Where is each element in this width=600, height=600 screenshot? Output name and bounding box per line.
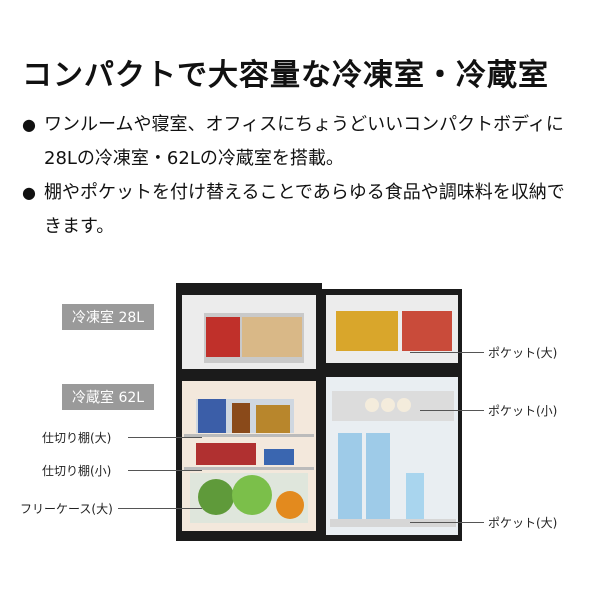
bullet-dot-icon: ● bbox=[22, 183, 36, 202]
label-free-case: フリーケース(大) bbox=[20, 502, 113, 516]
bullet-item: ● 棚やポケットを付け替えることであらゆる食品や調味料を収納できます。 bbox=[22, 176, 582, 244]
bullet-list: ● ワンルームや寝室、オフィスにちょうどいいコンパクトボディに28Lの冷凍室・6… bbox=[22, 108, 582, 244]
bullet-dot-icon: ● bbox=[22, 115, 36, 134]
small-bottle bbox=[406, 473, 424, 519]
orange bbox=[276, 491, 304, 519]
frozen-rice-pack bbox=[336, 311, 398, 351]
label-pocket-top: ポケット(大) bbox=[488, 346, 558, 360]
jar bbox=[232, 403, 250, 433]
freezer-capacity-tag: 冷凍室 28L bbox=[62, 304, 155, 330]
label-shelf-small: 仕切り棚(小) bbox=[42, 464, 112, 478]
egg bbox=[397, 398, 411, 412]
egg bbox=[365, 398, 379, 412]
shelf-small bbox=[184, 467, 314, 470]
leader-line bbox=[410, 522, 484, 523]
cabbage bbox=[232, 475, 272, 515]
leader-line bbox=[410, 352, 484, 353]
ice-cream-box bbox=[206, 317, 240, 357]
bullet-text: ワンルームや寝室、オフィスにちょうどいいコンパクトボディに28Lの冷凍室・62L… bbox=[44, 114, 564, 169]
label-shelf-large: 仕切り棚(大) bbox=[42, 431, 112, 445]
bullet-item: ● ワンルームや寝室、オフィスにちょうどいいコンパクトボディに28Lの冷凍室・6… bbox=[22, 108, 582, 176]
shelf-large bbox=[184, 434, 314, 437]
fridge-capacity-tag: 冷蔵室 62L bbox=[62, 384, 155, 410]
frozen-food-pack bbox=[242, 317, 302, 357]
leader-line bbox=[128, 437, 202, 438]
leader-line bbox=[420, 410, 484, 411]
vegetable bbox=[198, 479, 234, 515]
frozen-pack bbox=[402, 311, 452, 351]
egg bbox=[381, 398, 395, 412]
milk-carton bbox=[198, 399, 226, 433]
bullet-text: 棚やポケットを付け替えることであらゆる食品や調味料を収納できます。 bbox=[44, 182, 565, 237]
door-pocket-large-bottom bbox=[330, 519, 456, 527]
meat-pack bbox=[196, 443, 256, 465]
label-pocket-middle: ポケット(小) bbox=[488, 404, 558, 418]
compartment-divider bbox=[176, 371, 322, 379]
refrigerator-illustration bbox=[176, 283, 462, 541]
page-title: コンパクトで大容量な冷凍室・冷蔵室 bbox=[22, 58, 549, 93]
leader-line bbox=[128, 470, 202, 471]
food-pack bbox=[264, 449, 294, 465]
leader-line bbox=[118, 508, 202, 509]
water-bottle bbox=[338, 433, 362, 519]
water-bottle bbox=[366, 433, 390, 519]
label-pocket-bottom: ポケット(大) bbox=[488, 516, 558, 530]
cans bbox=[256, 405, 290, 433]
